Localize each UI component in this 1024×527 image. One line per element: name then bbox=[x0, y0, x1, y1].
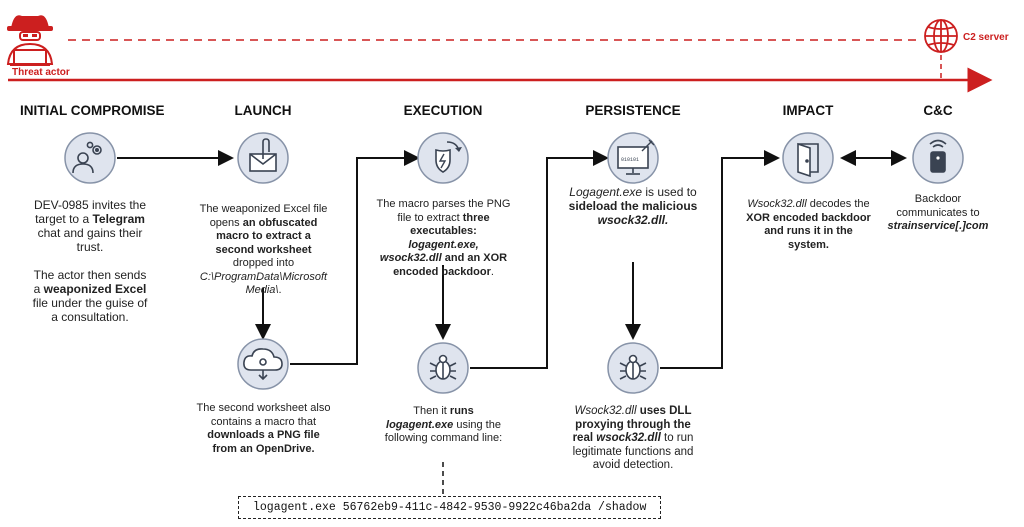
cc-description: Backdoor communicates to strainservice[.… bbox=[887, 193, 989, 232]
threat-actor-label: Threat actor bbox=[12, 67, 70, 78]
shield-refresh-icon bbox=[435, 141, 462, 173]
stage-title-persistence: PERSISTENCE bbox=[585, 103, 681, 118]
stage-title-initial: INITIAL COMPROMISE bbox=[20, 103, 165, 118]
execution-description-2: Then it runs logagent.exe using the foll… bbox=[384, 405, 503, 444]
monitor-injection-icon bbox=[617, 139, 655, 175]
device-backdoor-icon bbox=[929, 139, 947, 173]
impact-description: Wsock32.dll decodes the XOR encoded back… bbox=[746, 198, 871, 251]
persistence-description-2: Wsock32.dll uses DLL proxying through th… bbox=[572, 405, 694, 471]
bug-icon bbox=[429, 354, 457, 380]
stage-title-launch: LAUNCH bbox=[234, 103, 292, 118]
command-line-box: logagent.exe 56762eb9-411c-4842-9530-992… bbox=[238, 496, 662, 519]
monitor-text: 010101 bbox=[621, 157, 639, 163]
email-attachment-icon bbox=[249, 138, 277, 172]
globe-icon bbox=[924, 19, 958, 53]
stage-title-execution: EXECUTION bbox=[403, 103, 483, 118]
initial-description-1: DEV-0985 invites the target to a Telegra… bbox=[33, 198, 147, 254]
user-gears-icon bbox=[72, 141, 102, 174]
bug-icon bbox=[619, 354, 647, 380]
stage-title-cc: C&C bbox=[923, 103, 953, 118]
threat-actor-icon bbox=[6, 15, 54, 66]
launch-description-1: The weaponized Excel file opens an obfus… bbox=[199, 203, 328, 296]
stage-title-impact: IMPACT bbox=[782, 103, 834, 118]
door-exit-icon bbox=[797, 142, 819, 178]
launch-description-2: The second worksheet also contains a mac… bbox=[196, 402, 331, 455]
arrow-bug-persistence bbox=[470, 150, 609, 369]
c2-server-label: C2 server bbox=[963, 32, 1009, 43]
persistence-description-1: Logagent.exe is used to sideload the mal… bbox=[568, 185, 698, 227]
arrow-bug2-impact bbox=[660, 150, 780, 369]
cloud-download-icon bbox=[243, 348, 283, 381]
arrow-cloud-execution bbox=[290, 150, 420, 365]
initial-description-2: The actor then sends a weaponized Excel … bbox=[32, 268, 148, 324]
execution-description-1: The macro parses the PNG file to extract… bbox=[376, 198, 511, 278]
